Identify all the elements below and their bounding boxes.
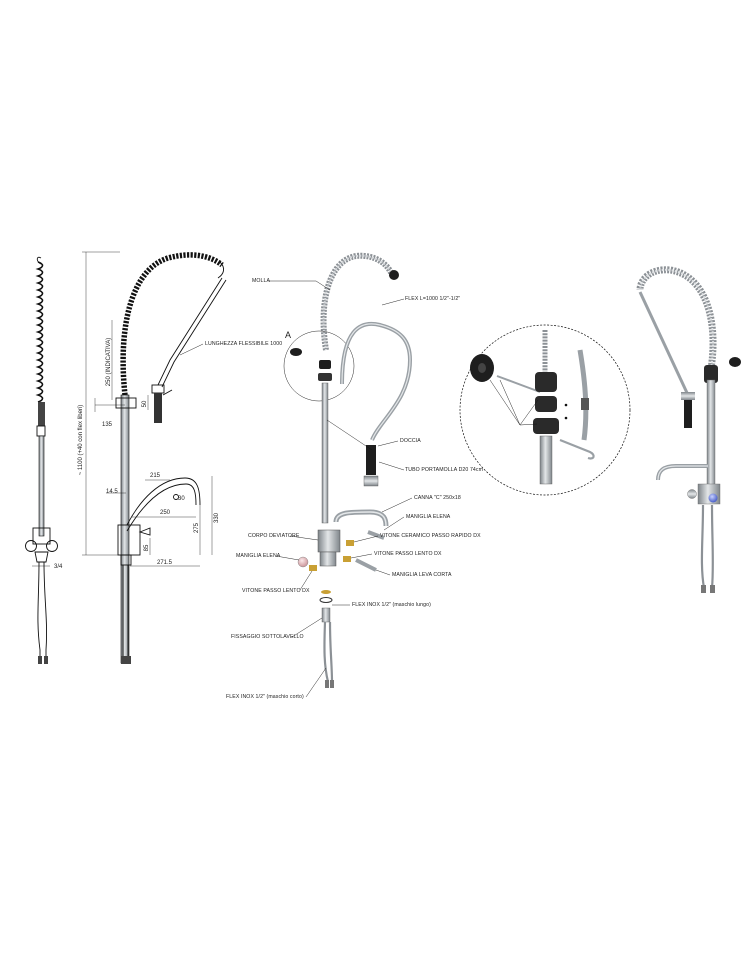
render-blue-handle bbox=[708, 493, 718, 503]
label-maniglia-leva-corta: MANIGLIA LEVA CORTA bbox=[392, 572, 452, 578]
label-corpo-deviatore: CORPO DEVIATORE bbox=[248, 533, 300, 539]
flex-inox-long bbox=[323, 621, 330, 683]
exploded-spring-cap bbox=[389, 270, 399, 280]
exploded-flex-hose bbox=[340, 321, 413, 441]
label-molla: MOLLA bbox=[252, 278, 271, 284]
detail-circle-a bbox=[283, 330, 355, 402]
label-vitone-passo-lento-dx-right: VITONE PASSO LENTO DX bbox=[374, 551, 442, 557]
side-spray-head bbox=[38, 402, 45, 426]
dim-275: 275 bbox=[194, 522, 200, 533]
lever-handle bbox=[355, 558, 377, 572]
dim-3-4: 3/4 bbox=[54, 564, 63, 570]
label-canna: CANNA "C" 250x18 bbox=[414, 495, 461, 501]
exploded-spring bbox=[320, 252, 395, 351]
render-view bbox=[636, 266, 741, 593]
front-spray-head bbox=[154, 393, 162, 423]
dim-14-5: 14.5 bbox=[106, 489, 118, 495]
label-flexible-length: LUNGHEZZA FLESSIBILE 1000 bbox=[205, 341, 282, 347]
front-view: ~ 1100 (+40 con flex liberi) 250 (INDICA… bbox=[78, 251, 282, 664]
side-spring-coil bbox=[35, 261, 44, 403]
dim-271-5: 271.5 bbox=[157, 560, 173, 566]
detail-enlarged-circle bbox=[459, 324, 631, 496]
side-left-handle bbox=[25, 540, 37, 552]
front-spring-coil bbox=[120, 252, 224, 396]
render-spring bbox=[636, 266, 717, 376]
detail-a-enlarged bbox=[459, 324, 631, 496]
side-view: 3/4 bbox=[25, 256, 63, 664]
dim-50: 50 bbox=[142, 400, 148, 407]
exploded-view: A MOLLA bbox=[226, 252, 483, 700]
front-spout bbox=[126, 477, 201, 526]
label-flex: FLEX L=1000 1/2"-1/2" bbox=[405, 296, 460, 302]
dim-30: 30 bbox=[178, 496, 185, 502]
detail-lower-collar bbox=[533, 418, 559, 434]
detail-upper-collar bbox=[535, 372, 557, 392]
detail-letter-a: A bbox=[285, 330, 291, 340]
dim-135: 135 bbox=[102, 422, 113, 428]
brass-cartridge-left bbox=[309, 565, 317, 571]
exploded-spray-head bbox=[366, 445, 376, 475]
label-vitone-passo-lento-dx-left: VITONE PASSO LENTO DX bbox=[242, 588, 310, 594]
dim-height-total: ~ 1100 (+40 con flex liberi) bbox=[78, 405, 84, 476]
label-flex-inox-long: FLEX INOX 1/2" (maschio lungo) bbox=[352, 602, 431, 608]
dim-85: 85 bbox=[144, 544, 150, 551]
label-maniglia-elena-left: MANIGLIA ELENA bbox=[236, 553, 281, 559]
side-column bbox=[38, 435, 45, 537]
label-maniglia-elena-top: MANIGLIA ELENA bbox=[406, 514, 451, 520]
exploded-column-tube bbox=[321, 382, 329, 524]
label-fissaggio: FISSAGGIO SOTTOLAVELLO bbox=[231, 634, 304, 640]
label-tubo-portamolla: TUBO PORTAMOLLA D20 74cm bbox=[405, 467, 483, 473]
exploded-diverter-body bbox=[317, 529, 341, 553]
side-mixer-body bbox=[32, 527, 51, 545]
label-flex-inox-short: FLEX INOX 1/2" (maschio corto) bbox=[226, 694, 304, 700]
label-vitone-ceramico: VITONE CERAMICO PASSO RAPIDO DX bbox=[380, 533, 481, 539]
label-doccia: DOCCIA bbox=[400, 438, 421, 444]
brass-cartridge-right bbox=[346, 540, 354, 546]
render-column bbox=[706, 379, 716, 496]
dim-250-indicative: 250 (INDICATIVA) bbox=[106, 338, 112, 386]
front-flex-hose bbox=[157, 277, 223, 386]
dim-330: 330 bbox=[214, 512, 220, 523]
side-right-handle bbox=[46, 540, 58, 552]
flex-inox-short bbox=[328, 621, 334, 683]
pink-handle bbox=[297, 556, 309, 568]
dim-250: 250 bbox=[160, 510, 171, 516]
detail-middle-collar bbox=[535, 396, 557, 412]
dim-215: 215 bbox=[150, 473, 161, 479]
